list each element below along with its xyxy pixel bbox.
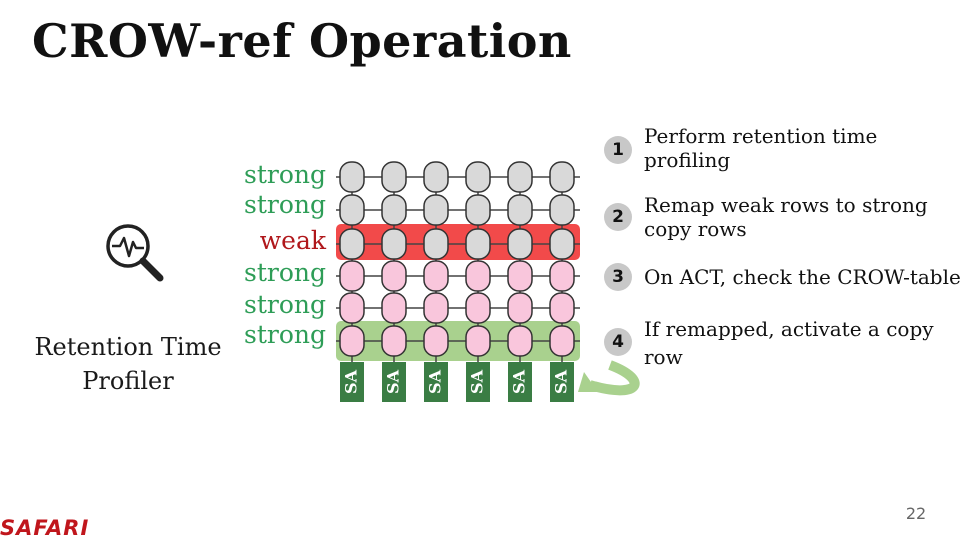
dram-cell — [507, 228, 533, 260]
sense-amplifier: SA — [508, 362, 532, 402]
dram-cell — [549, 292, 575, 324]
dram-cell — [339, 325, 365, 357]
sense-amplifier: SA — [424, 362, 448, 402]
dram-cell — [423, 292, 449, 324]
dram-cell — [423, 161, 449, 193]
row-label-6: strong — [244, 320, 326, 349]
dram-cell — [339, 292, 365, 324]
weak-row-highlight — [336, 224, 580, 260]
step-4-text: If remapped, activate a copy row — [644, 317, 934, 369]
sense-amplifier: SA — [550, 362, 574, 402]
page-number: 22 — [905, 504, 927, 523]
sense-amplifier-box — [382, 362, 406, 402]
slide-title: CROW-ref Operation — [32, 14, 572, 68]
sense-amplifier: SA — [466, 362, 490, 402]
step-2-number: 2 — [604, 203, 632, 231]
dram-cell — [507, 161, 533, 193]
sense-amplifier-box — [508, 362, 532, 402]
dram-cell — [549, 228, 575, 260]
row-label-3-weak: weak — [259, 226, 326, 255]
step-2-text: Remap weak rows to strong copy rows — [644, 193, 928, 241]
magnifier-heartbeat-icon — [106, 224, 164, 282]
dram-cell — [549, 260, 575, 292]
dram-cell — [507, 260, 533, 292]
dram-cell — [381, 194, 407, 226]
sense-amplifier: SA — [382, 362, 406, 402]
sense-amplifier: SA — [340, 362, 364, 402]
sense-amplifier-box — [340, 362, 364, 402]
step-3-number: 3 — [604, 263, 632, 291]
sense-amplifier-box — [550, 362, 574, 402]
dram-cell — [465, 161, 491, 193]
step-4-number: 4 — [604, 328, 632, 356]
sense-amplifier-box — [466, 362, 490, 402]
step-1-text: Perform retention time profiling — [644, 124, 878, 172]
dram-cell — [381, 260, 407, 292]
sense-amplifier-label: SA — [510, 369, 529, 394]
row-label-1: strong — [244, 160, 326, 189]
dram-cell — [465, 325, 491, 357]
sense-amplifier-label: SA — [468, 369, 487, 394]
dram-cell — [465, 292, 491, 324]
dram-cell — [465, 194, 491, 226]
dram-cell — [339, 161, 365, 193]
sense-amplifier-box — [424, 362, 448, 402]
sense-amplifier-label: SA — [552, 369, 571, 394]
dram-cell — [549, 325, 575, 357]
profiler-label-line2: Profiler — [82, 367, 174, 395]
dram-cell — [381, 292, 407, 324]
dram-cell — [423, 325, 449, 357]
dram-cell — [465, 228, 491, 260]
profiler-label: Retention Time Profiler — [30, 330, 226, 398]
activate-arrow — [588, 360, 640, 396]
row-label-4: strong — [244, 258, 326, 287]
activate-arrow-head — [578, 372, 598, 392]
step-1-number: 1 — [604, 136, 632, 164]
dram-cell — [549, 161, 575, 193]
step-3-text: On ACT, check the CROW-table — [644, 265, 960, 289]
dram-cell — [423, 228, 449, 260]
sense-amplifier-label: SA — [342, 369, 361, 394]
sense-amplifier-label: SA — [384, 369, 403, 394]
dram-cell — [507, 194, 533, 226]
safari-logo: SAFARI — [0, 516, 90, 540]
row-label-2: strong — [244, 190, 326, 219]
dram-cell — [423, 194, 449, 226]
sense-amplifier-label: SA — [426, 369, 445, 394]
dram-cell — [507, 325, 533, 357]
row-label-5: strong — [244, 290, 326, 319]
dram-cell — [381, 325, 407, 357]
dram-cell — [549, 194, 575, 226]
dram-cell — [465, 260, 491, 292]
dram-cell — [507, 292, 533, 324]
profiler-label-line1: Retention Time — [34, 333, 222, 361]
dram-cell — [339, 260, 365, 292]
dram-cell — [339, 194, 365, 226]
dram-cell — [423, 260, 449, 292]
dram-cell — [339, 228, 365, 260]
dram-cell — [381, 161, 407, 193]
dram-cell — [381, 228, 407, 260]
